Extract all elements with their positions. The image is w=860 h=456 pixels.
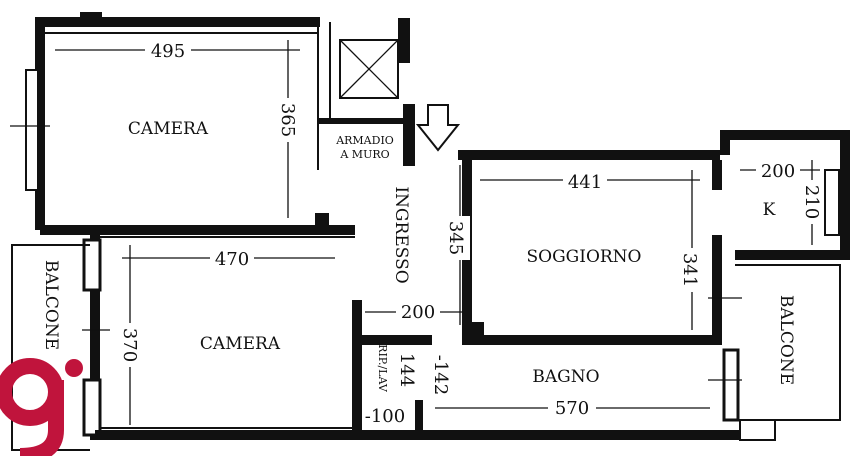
agency-logo: [0, 358, 83, 456]
armadio-label-2: A MURO: [339, 148, 389, 161]
dimension-labels: 495 365 470 370 200 345 441 341 200 210 …: [119, 40, 822, 427]
dim-rip-width: -100: [365, 406, 405, 427]
dim-bagno-height: -142: [430, 355, 451, 395]
room-balcone-right: BALCONE: [776, 295, 796, 385]
room-labels: CAMERA CAMERA INGRESSO SOGGIORNO K BAGNO…: [41, 119, 796, 393]
dim-camera-bottom-height: 370: [119, 328, 140, 362]
dim-camera-bottom-width: 470: [215, 249, 249, 270]
dim-ingresso-width: 200: [401, 302, 435, 323]
dim-soggiorno-width: 441: [568, 172, 602, 193]
entrance-arrow-icon: [415, 104, 461, 152]
dim-rip-height: 144: [396, 353, 417, 387]
dim-camera-top-height: 365: [277, 103, 298, 137]
armadio-label: ARMADIO: [335, 134, 394, 147]
dim-kitchen-width: 200: [761, 161, 795, 182]
dim-camera-top-width: 495: [151, 41, 185, 62]
room-rip-lav: RIP./LAV: [376, 344, 389, 393]
dim-soggiorno-left: 345: [445, 221, 466, 255]
room-ingresso: INGRESSO: [391, 186, 411, 283]
dim-bagno-width: 570: [555, 398, 589, 419]
room-bagno: BAGNO: [532, 367, 599, 387]
room-soggiorno: SOGGIORNO: [526, 247, 641, 267]
dim-kitchen-height: 210: [801, 185, 822, 219]
walls: [11, 12, 850, 451]
room-kitchen: K: [763, 200, 776, 220]
dim-soggiorno-height: 341: [679, 253, 700, 287]
room-camera-bottom: CAMERA: [200, 334, 281, 354]
room-camera-top: CAMERA: [128, 119, 209, 139]
room-balcone-left: BALCONE: [41, 260, 61, 350]
